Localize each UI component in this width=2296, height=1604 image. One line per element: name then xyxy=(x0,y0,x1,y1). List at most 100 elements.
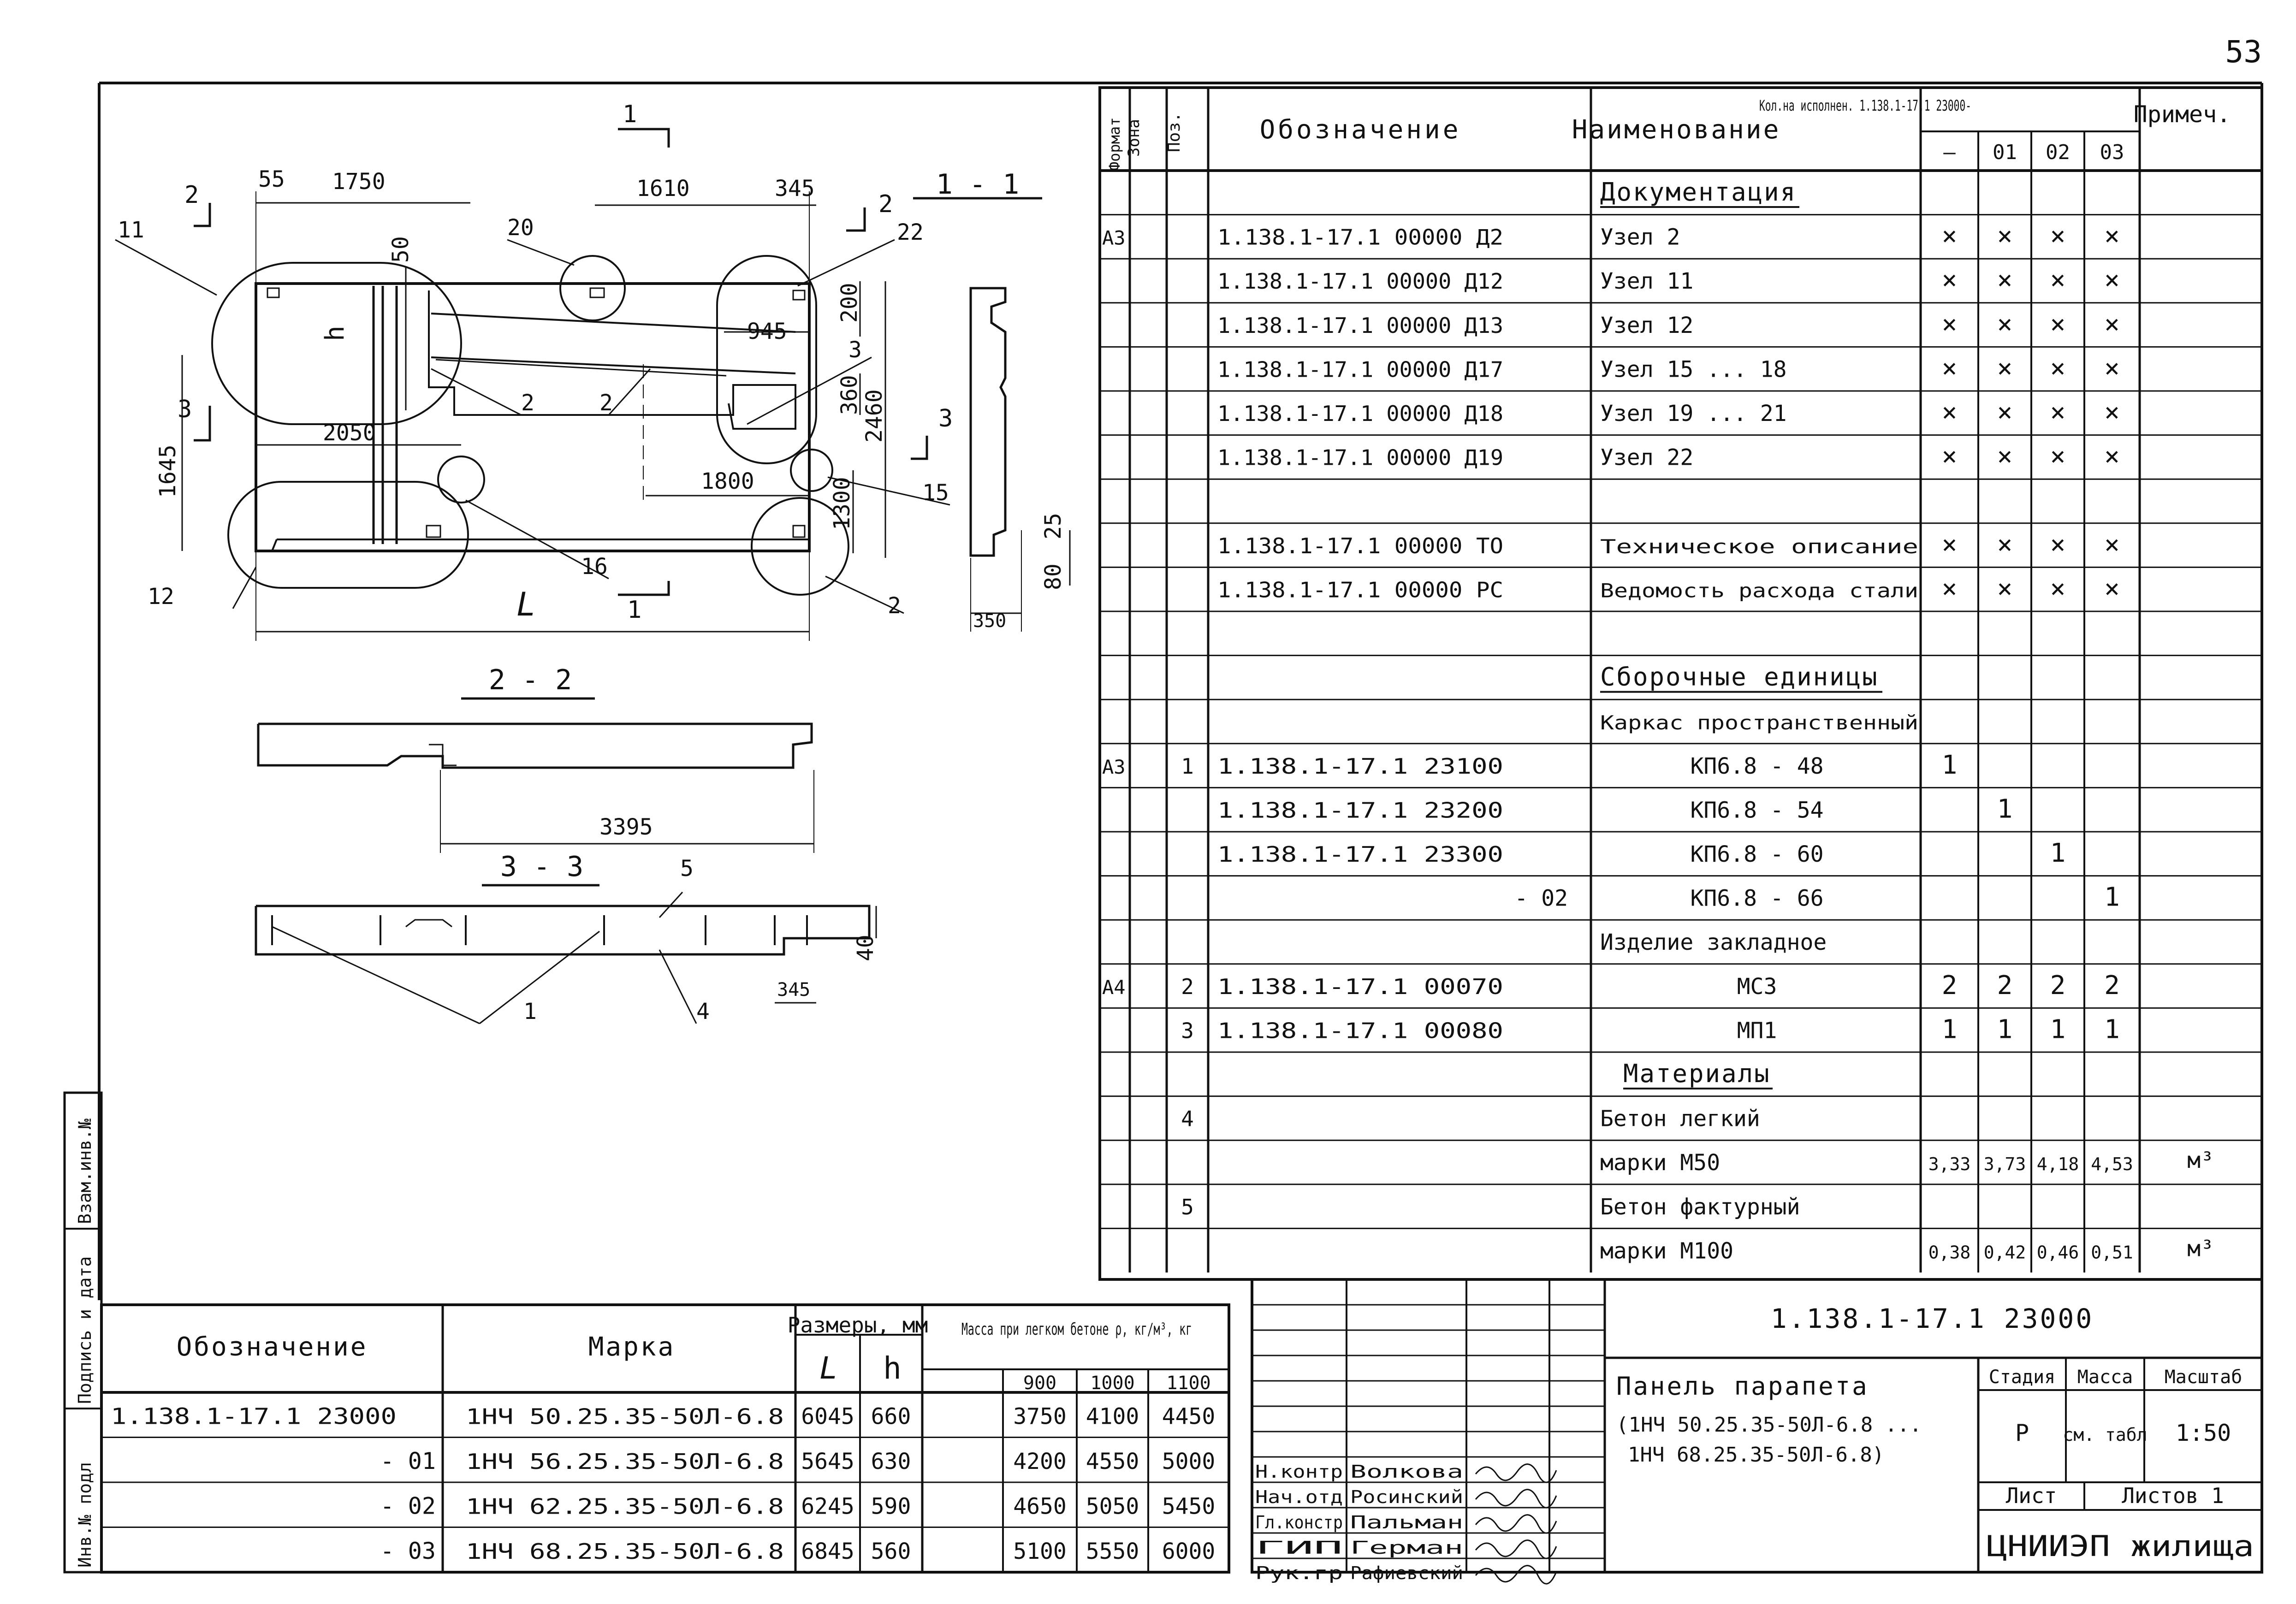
row-quantity: × xyxy=(2104,442,2120,472)
row-quantity: × xyxy=(2050,221,2066,251)
row-designation: 1.138.1-17.1 00000 Д2 xyxy=(1217,225,1503,250)
dim-value: 1610 xyxy=(636,176,690,201)
table-row: Сборочные единицы xyxy=(1600,663,1882,693)
signatory-name: Пальман xyxy=(1350,1512,1463,1533)
section-label: 3 - 3 xyxy=(500,851,584,883)
mark-length: 6045 xyxy=(801,1403,854,1429)
row-position: 2 xyxy=(1181,974,1194,999)
mark-code: 1НЧ 56.25.35-50Л-6.8 xyxy=(466,1449,784,1474)
mark-mass: 6000 xyxy=(1162,1539,1216,1564)
row-name: марки М50 xyxy=(1600,1150,1720,1176)
mass-label: Масса xyxy=(2077,1367,2133,1388)
doc-code: 1.138.1-17.1 23000 xyxy=(1771,1303,2094,1334)
spec-header-note: Примеч. xyxy=(2134,101,2231,128)
row-quantity: × xyxy=(2050,530,2066,560)
section-cut-markers xyxy=(194,128,928,596)
row-quantity: × xyxy=(1997,530,2013,560)
row-designation: 1.138.1-17.1 00070 xyxy=(1217,974,1503,999)
row-name: марки М100 xyxy=(1600,1238,1733,1264)
side-strip-label: Взам.инв.№ xyxy=(75,1119,95,1224)
signatory-role: ГИП xyxy=(1255,1538,1343,1558)
row-designation: 1.138.1-17.1 00000 Д12 xyxy=(1217,269,1503,294)
row-quantity: 1 xyxy=(1997,1014,2013,1044)
row-name: Техническое описание xyxy=(1600,535,1918,558)
row-quantity: × xyxy=(1997,442,2013,472)
row-quantity: 1 xyxy=(2104,882,2120,912)
table-row: Каркас пространственный xyxy=(1600,711,1918,734)
mark-mass: 5450 xyxy=(1162,1493,1216,1519)
signature-mark xyxy=(1475,1514,1557,1534)
callout-number: 20 xyxy=(507,215,534,241)
callout-number: 12 xyxy=(148,584,174,610)
signatory-role: Н.контр xyxy=(1255,1462,1343,1482)
signatory-name: Рафиевский xyxy=(1350,1563,1463,1583)
mark-height: 660 xyxy=(871,1403,911,1429)
spec-header-zone: Зона xyxy=(1125,119,1143,157)
row-name: Узел 2 xyxy=(1600,225,1680,250)
row-quantity: × xyxy=(1997,574,2013,604)
dim-value: 1750 xyxy=(332,169,386,195)
row-name: Узел 22 xyxy=(1600,445,1693,471)
mark-mass: 5000 xyxy=(1162,1449,1216,1474)
mark-mass: 5550 xyxy=(1086,1539,1139,1564)
row-quantity: × xyxy=(2104,397,2120,427)
row-designation: 1.138.1-17.1 00000 Д13 xyxy=(1217,313,1503,338)
row-name: Бетон фактурный xyxy=(1600,1194,1800,1220)
row-name: МС3 xyxy=(1737,974,1777,1000)
mark-height: 560 xyxy=(871,1539,911,1564)
row-name: МП1 xyxy=(1737,1018,1777,1043)
organization: ЦНИИЭП жилища xyxy=(1987,1529,2254,1563)
dim-value: L xyxy=(516,586,536,623)
row-quantity: 1 xyxy=(1942,750,1958,780)
mark-mass: 4100 xyxy=(1086,1403,1139,1429)
mark-designation: 1.138.1-17.1 23000 xyxy=(111,1403,397,1429)
dim-value: h xyxy=(320,326,350,341)
signature-mark xyxy=(1475,1565,1557,1585)
row-position: 3 xyxy=(1181,1018,1194,1043)
section-label: 1 - 1 xyxy=(936,168,1020,201)
row-designation: 1.138.1-17.1 23200 xyxy=(1217,798,1503,823)
row-name: Изделие закладное xyxy=(1600,929,1827,955)
row-quantity: × xyxy=(1942,309,1958,339)
callout-number: 4 xyxy=(696,999,710,1024)
cut-label: 3 xyxy=(178,396,192,423)
callout-number: 15 xyxy=(922,480,949,506)
row-name: Узел 15 ... 18 xyxy=(1600,356,1787,382)
table-row: Материалы xyxy=(1623,1059,1773,1090)
side-strip: Инв.№ подл Подпись и дата Взам.инв.№ xyxy=(63,1091,103,1574)
dimension-lines xyxy=(181,191,886,641)
row-quantity: 1 xyxy=(2050,838,2066,868)
row-designation: 1.138.1-17.1 00080 xyxy=(1217,1018,1503,1043)
row-quantity: 2 xyxy=(1942,971,1958,1000)
row-quantity: × xyxy=(1942,353,1958,383)
row-format: А4 xyxy=(1102,976,1126,999)
row-position: 5 xyxy=(1181,1195,1194,1219)
row-designation: 1.138.1-17.1 23100 xyxy=(1217,754,1503,779)
mark-height: 630 xyxy=(871,1449,911,1474)
row-name: КП6.8 - 48 xyxy=(1691,753,1824,779)
callout-number: 3 xyxy=(848,337,862,363)
mark-mass: 3750 xyxy=(1013,1403,1067,1429)
signatory-row: ГИП Герман xyxy=(1255,1538,1557,1559)
row-quantity: × xyxy=(2104,309,2120,339)
signatory-name: Герман xyxy=(1350,1538,1463,1558)
callout-number: 1 xyxy=(523,999,537,1024)
signatory-name: Волкова xyxy=(1350,1462,1463,1482)
mark-designation: - 01 xyxy=(380,1448,436,1474)
section-label: 2 - 2 xyxy=(489,664,572,696)
density-column-header: 1100 xyxy=(1166,1373,1210,1394)
marks-header-mark: Марка xyxy=(588,1332,676,1362)
marks-header-L: L xyxy=(819,1350,838,1386)
dim-value: 1645 xyxy=(155,444,181,498)
row-quantity: × xyxy=(1997,265,2013,295)
row-designation: 1.138.1-17.1 00000 Д19 xyxy=(1217,445,1503,470)
